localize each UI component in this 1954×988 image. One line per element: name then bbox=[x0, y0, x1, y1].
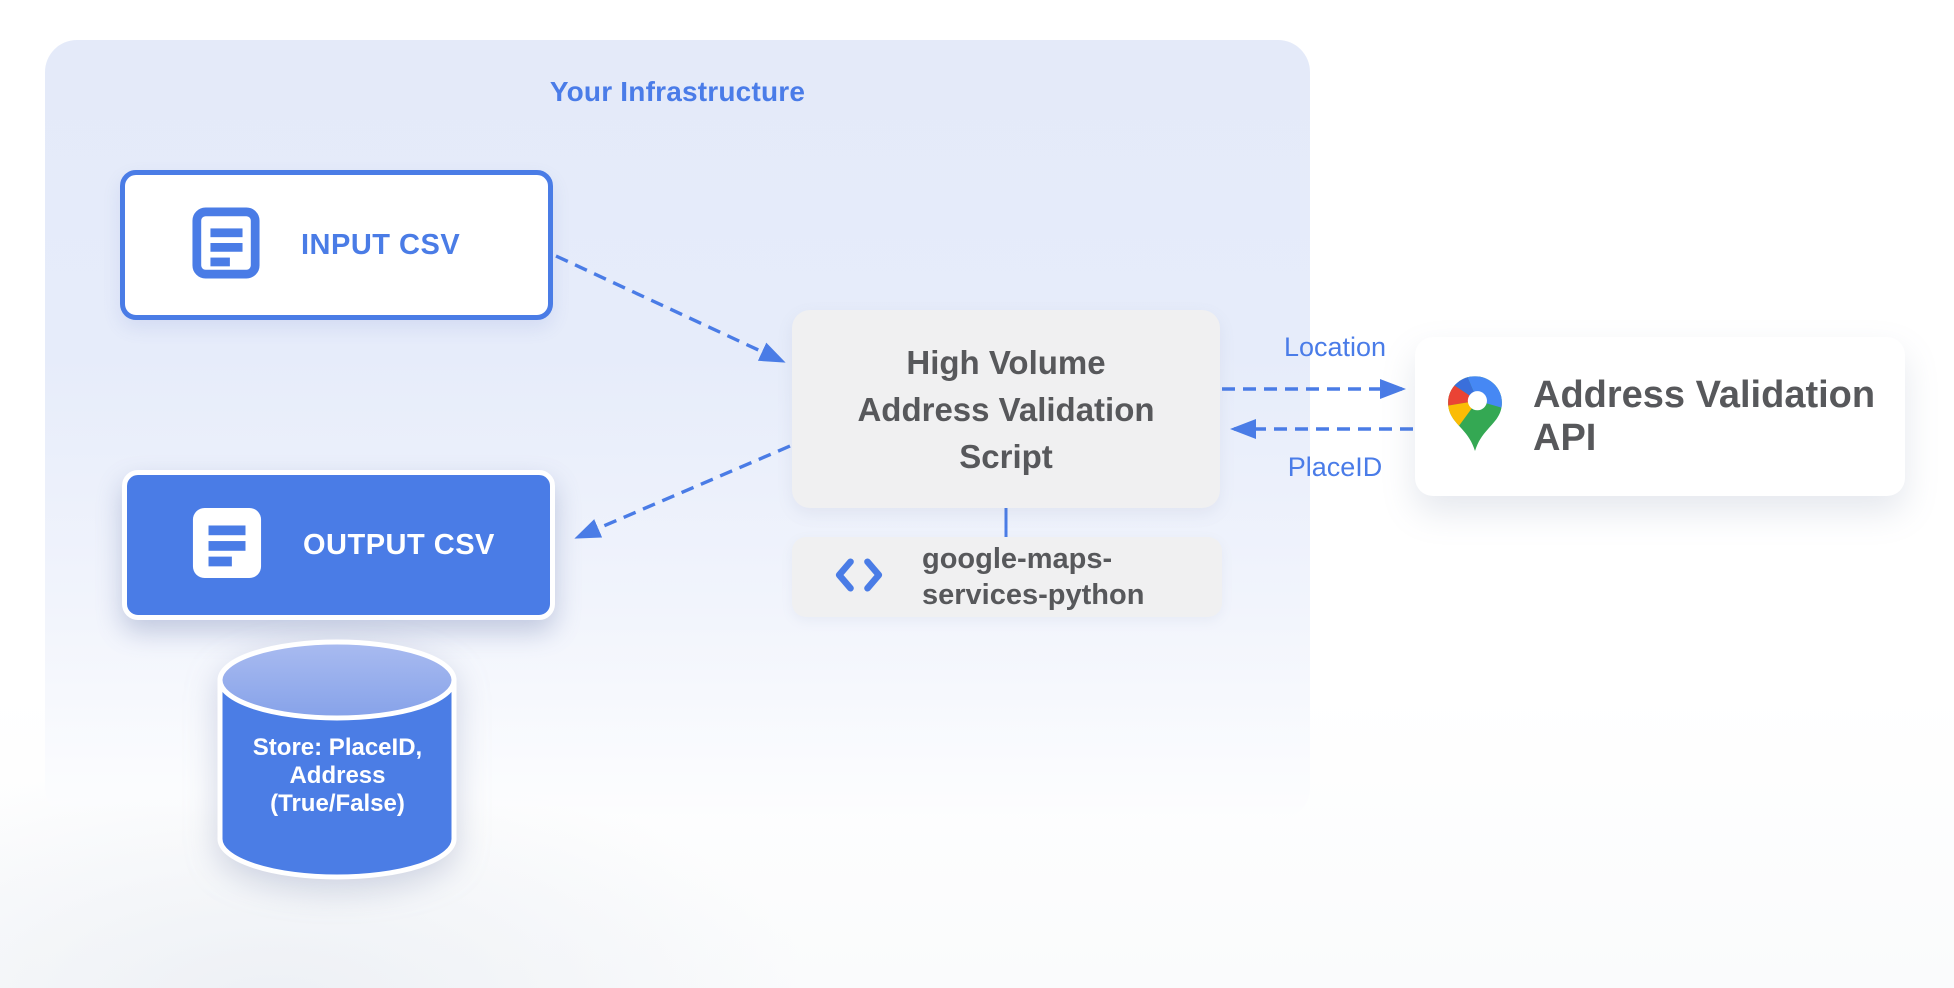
api-node: Address Validation API bbox=[1415, 337, 1905, 496]
placeid-edge-label: PlaceID bbox=[1287, 452, 1383, 482]
input-csv-label: INPUT CSV bbox=[301, 228, 461, 261]
datastore-label: Store: PlaceID, Address (True/False) bbox=[218, 734, 457, 818]
datastore-label-line: Store: PlaceID, bbox=[252, 734, 423, 761]
infrastructure-title: Your Infrastructure bbox=[549, 76, 806, 107]
script-label: High Volume Address Validation Script bbox=[857, 339, 1154, 480]
library-node: google-maps- services-python bbox=[792, 537, 1222, 617]
script-node: High Volume Address Validation Script bbox=[792, 310, 1220, 508]
datastore-label-line: Address bbox=[289, 762, 386, 789]
datastore-cylinder bbox=[214, 634, 460, 882]
library-label: google-maps- services-python bbox=[922, 541, 1144, 613]
library-label-line: google-maps- bbox=[922, 543, 1113, 575]
input-csv-node: INPUT CSV bbox=[120, 170, 553, 320]
script-label-line: High Volume bbox=[906, 343, 1106, 381]
google-maps-pin-icon bbox=[1445, 375, 1505, 459]
api-label: Address Validation API bbox=[1533, 373, 1876, 459]
code-icon bbox=[834, 557, 884, 597]
output-csv-node: OUTPUT CSV bbox=[122, 470, 555, 620]
script-label-line: Script bbox=[959, 437, 1053, 475]
library-label-line: services-python bbox=[922, 579, 1145, 611]
script-label-line: Address Validation bbox=[857, 390, 1155, 428]
csv-document-icon bbox=[191, 207, 261, 284]
output-csv-label: OUTPUT CSV bbox=[303, 528, 495, 561]
csv-document-icon bbox=[191, 507, 263, 584]
datastore-label-line: (True/False) bbox=[270, 790, 405, 817]
location-edge-label: Location bbox=[1283, 332, 1387, 362]
